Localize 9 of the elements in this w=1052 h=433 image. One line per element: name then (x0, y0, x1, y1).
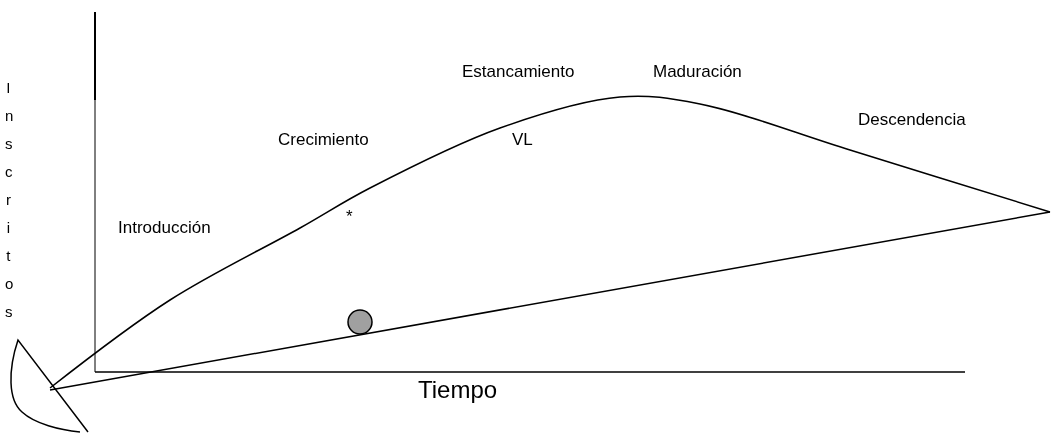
stage-label: Introducción (118, 218, 211, 239)
marker-symbol: * (346, 207, 353, 228)
axis-title: Tiempo (418, 376, 498, 405)
stage-label: Maduración (653, 62, 742, 83)
stage-label: Descendencia (858, 110, 966, 131)
stage-label: Crecimiento (278, 130, 369, 151)
stage-label: VL (512, 130, 533, 151)
stage-label: Estancamiento (462, 62, 575, 83)
axis-title: Inscritos (4, 78, 15, 322)
